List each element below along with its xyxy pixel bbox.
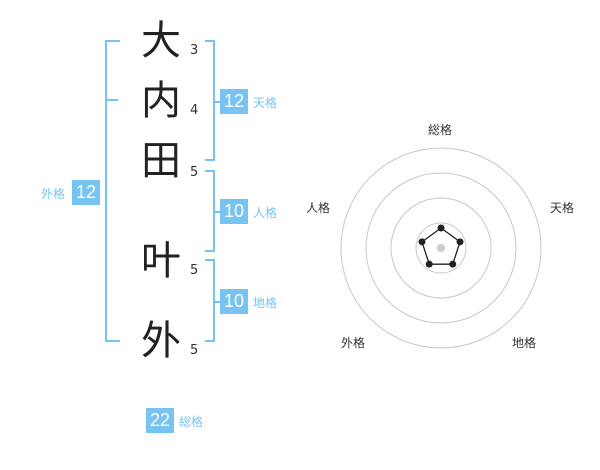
tenkaku-bracket (205, 40, 215, 161)
radar-center-point (437, 244, 445, 252)
radar-label-tenkaku: 天格 (550, 201, 575, 215)
jinkaku-value: 10 (220, 199, 248, 224)
gaikaku-bracket (105, 40, 120, 342)
radar-ring (390, 197, 492, 299)
radar-point-3 (425, 260, 433, 268)
chikaku-value: 10 (220, 289, 248, 314)
stroke-count-4: 5 (190, 263, 199, 278)
radar-label-chikaku: 地格 (512, 336, 537, 350)
radar-value-polygon (421, 227, 461, 265)
radar-point-0 (437, 224, 445, 232)
radar-ring (415, 222, 467, 274)
tenkaku-connector (213, 101, 220, 103)
name-char-5: 外 (141, 318, 181, 364)
radar-ring (340, 147, 542, 349)
gaikaku-label: 外格 (41, 187, 66, 201)
radar-label-jinkaku: 人格 (306, 201, 331, 215)
stroke-count-5: 5 (190, 343, 199, 358)
radar-ring (365, 172, 517, 324)
soukaku-value: 22 (146, 408, 174, 433)
chikaku-label: 地格 (253, 296, 278, 310)
radar-point-1 (456, 238, 464, 246)
tenkaku-value: 12 (220, 89, 248, 114)
chikaku-bracket (205, 259, 215, 342)
gaikaku-value: 12 (72, 180, 100, 205)
stroke-count-1: 3 (190, 43, 199, 58)
name-char-1: 大 (141, 18, 181, 64)
stroke-count-2: 4 (190, 103, 199, 118)
chikaku-connector (213, 301, 220, 303)
stroke-count-3: 5 (190, 165, 199, 180)
jinkaku-label: 人格 (253, 206, 278, 220)
radar-label-gaikaku: 外格 (341, 336, 366, 350)
name-char-3: 田 (141, 138, 181, 184)
name-char-4: 叶 (141, 238, 181, 284)
jinkaku-connector (213, 211, 220, 213)
tenkaku-label: 天格 (253, 96, 278, 110)
radar-point-2 (449, 260, 457, 268)
radar-point-4 (418, 238, 426, 246)
soukaku-label: 総格 (179, 415, 204, 429)
radar-label-soukaku: 総格 (428, 123, 453, 137)
name-char-2: 内 (141, 78, 181, 124)
gaikaku-bracket-divider (107, 99, 118, 101)
